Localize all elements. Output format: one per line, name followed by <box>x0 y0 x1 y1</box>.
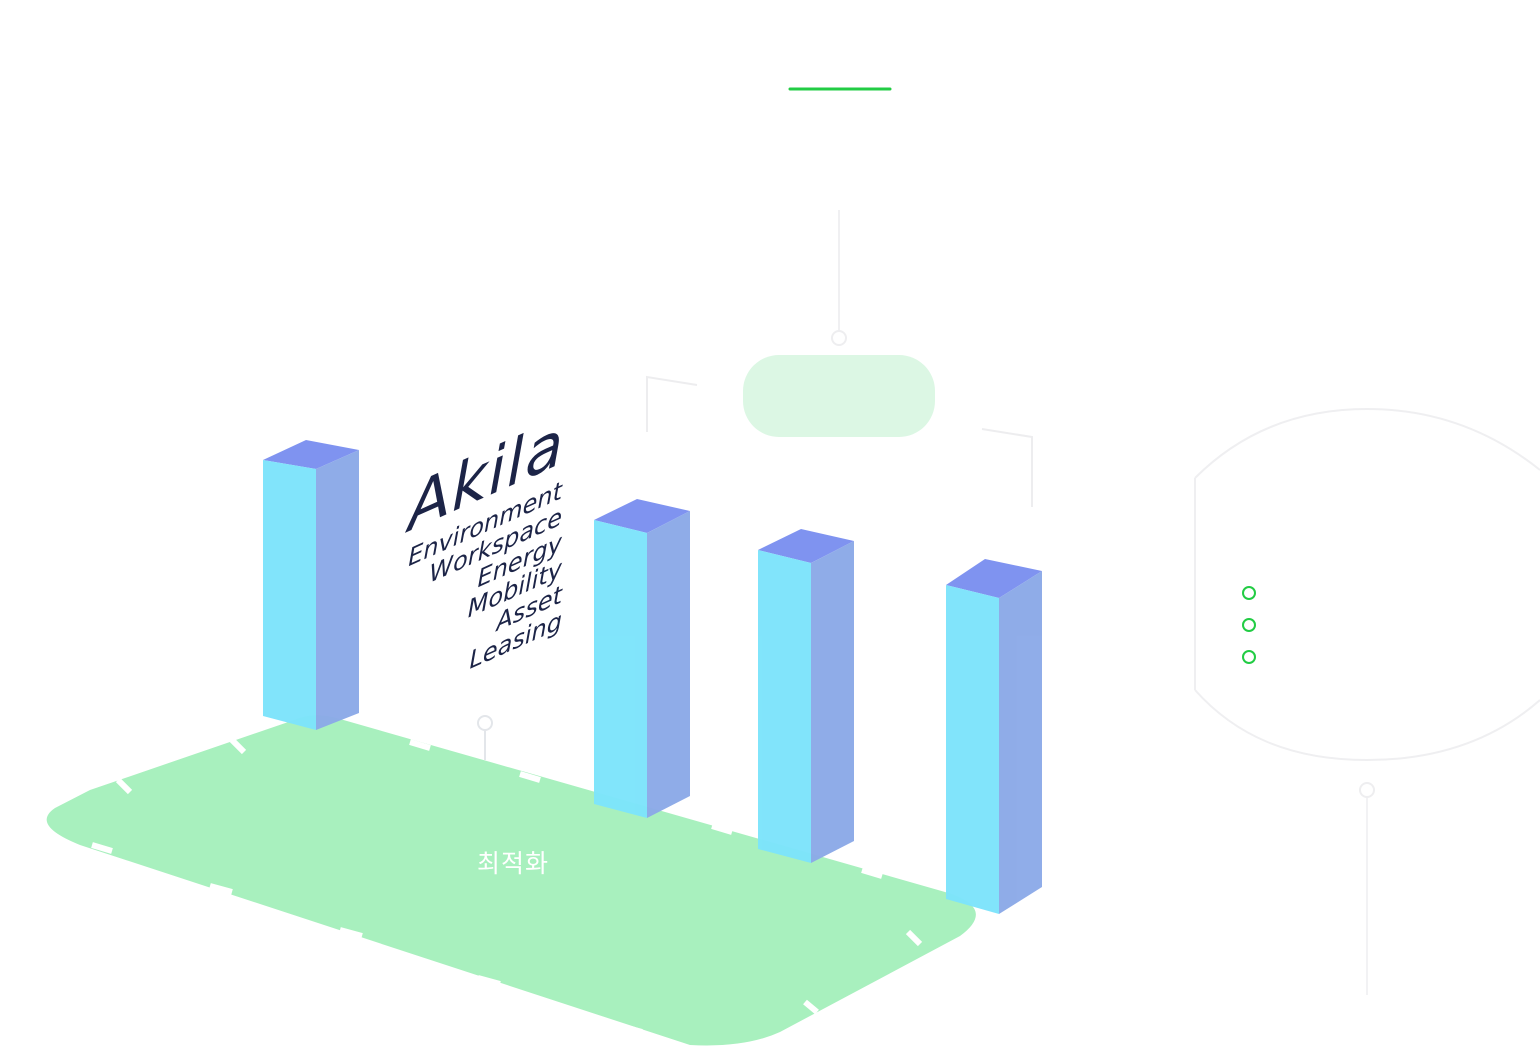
right-bracket-line <box>981 428 1033 507</box>
bullet-ring-icon <box>1242 586 1256 600</box>
pillar-3 <box>758 529 854 863</box>
bullet-ring-icon <box>1242 618 1256 632</box>
connector-node-icon <box>831 330 847 346</box>
pillar-front <box>946 585 999 914</box>
pillar-top <box>758 529 854 563</box>
pillar-top <box>594 499 690 533</box>
pillar-side <box>999 571 1042 914</box>
pillar-top <box>263 440 359 469</box>
floor-plate <box>46 715 976 1046</box>
right-outline-shape <box>1194 407 1540 762</box>
left-bracket-line <box>646 375 698 432</box>
floor-label: 최적화 <box>477 849 550 878</box>
pillar-1 <box>263 440 359 730</box>
connector-node-icon <box>477 715 493 731</box>
pillar-side <box>316 450 359 730</box>
connector-node-icon <box>1359 782 1375 798</box>
pillar-front <box>594 520 647 818</box>
pillar-4 <box>946 559 1042 914</box>
pillar-front <box>758 550 811 863</box>
floor-notches <box>91 737 923 1035</box>
pillar-side <box>811 541 854 863</box>
pillar-side <box>647 511 690 818</box>
pillar-front <box>263 460 316 730</box>
pillar-2 <box>594 499 690 818</box>
bullet-ring-icon <box>1242 650 1256 664</box>
pillar-top <box>946 559 1042 598</box>
center-bubble <box>743 355 935 437</box>
